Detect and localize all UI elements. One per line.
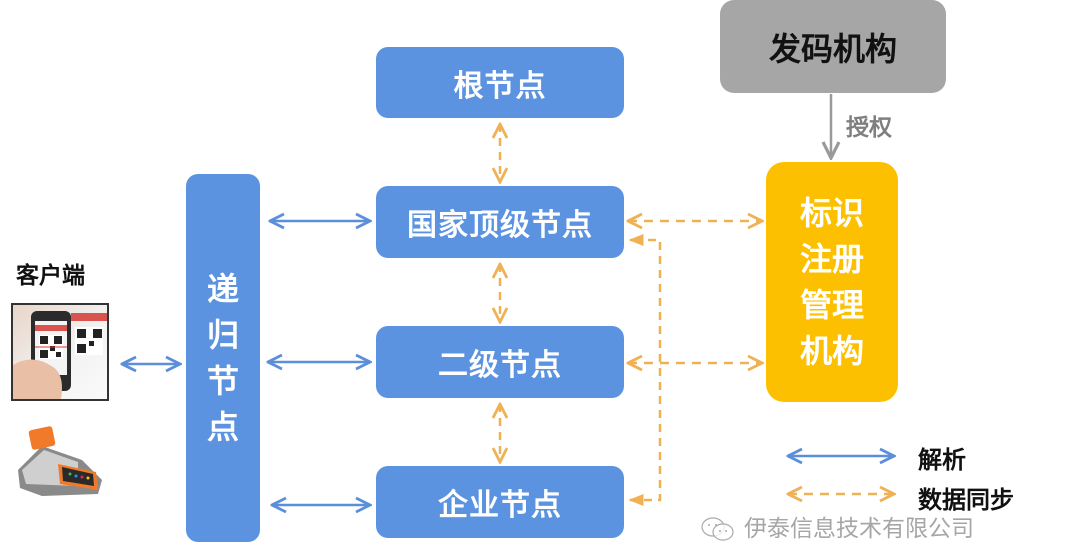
wechat-icon xyxy=(701,517,734,541)
legend-parse-label: 解析 xyxy=(918,446,966,474)
registry-label-line: 管理 xyxy=(799,286,864,324)
enterprise-node: 企业节点 xyxy=(376,466,624,538)
registry-label-line: 机构 xyxy=(799,332,864,370)
pos-terminal-image xyxy=(12,420,106,502)
watermark-text: 伊泰信息技术有限公司 xyxy=(744,516,974,542)
identifier-registry-agency: 标识 注册 管理 机构 xyxy=(766,162,898,402)
recursive-node-char: 节 xyxy=(206,362,239,400)
code-issuing-agency: 发码机构 xyxy=(720,0,946,93)
national-node-label: 国家顶级节点 xyxy=(407,208,593,243)
recursive-node: 递 归 节 点 xyxy=(186,174,260,542)
registry-label-line: 标识 xyxy=(799,194,864,232)
recursive-node-char: 点 xyxy=(206,408,239,446)
legend-sync-label: 数据同步 xyxy=(918,486,1014,514)
client-label: 客户端 xyxy=(16,263,85,289)
recursive-node-char: 递 xyxy=(206,270,239,308)
root-node: 根节点 xyxy=(376,47,624,118)
issuer-label: 发码机构 xyxy=(768,29,897,68)
secondary-node: 二级节点 xyxy=(376,326,624,398)
recursive-node-char: 归 xyxy=(206,316,239,354)
root-node-label: 根节点 xyxy=(453,68,547,104)
phone-qr-scan-image xyxy=(11,303,109,401)
sync-enterprise-national xyxy=(630,238,662,502)
authorize-label: 授权 xyxy=(846,115,892,141)
secondary-node-label: 二级节点 xyxy=(438,348,562,383)
national-top-level-node: 国家顶级节点 xyxy=(376,186,624,258)
watermark: 伊泰信息技术有限公司 xyxy=(700,515,974,543)
enterprise-node-label: 企业节点 xyxy=(438,488,562,523)
registry-label-line: 注册 xyxy=(799,240,864,278)
